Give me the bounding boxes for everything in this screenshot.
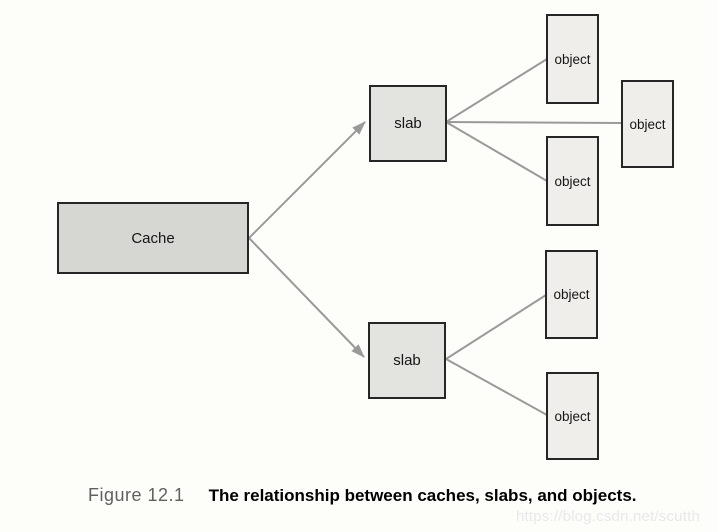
object-node-right-label: object [629, 116, 666, 132]
object-node-3: object [545, 250, 598, 339]
object-node-2: object [546, 136, 599, 226]
cache-node: Cache [57, 202, 249, 274]
edge-slab-top-to-object-1 [445, 58, 548, 123]
edge-slab-top-to-object-2 [445, 121, 548, 182]
object-node-4: object [546, 372, 599, 460]
edge-cache-to-slab-top [248, 121, 366, 239]
edge-cache-to-slab-bottom [248, 237, 365, 358]
object-node-4-label: object [554, 408, 591, 424]
edge-slab-bottom-to-object-4 [445, 358, 548, 416]
object-node-3-label: object [553, 287, 590, 302]
figure-caption: Figure 12.1 The relationship between cac… [88, 485, 637, 506]
object-node-2-label: object [554, 173, 591, 189]
slab-node-top: slab [369, 85, 447, 162]
object-node-right: object [621, 80, 674, 168]
edge-slab-top-to-object-right [445, 121, 623, 124]
figure-caption-number: Figure 12.1 [88, 485, 185, 505]
figure-caption-text: The relationship between caches, slabs, … [208, 486, 637, 505]
object-node-1: object [546, 14, 599, 104]
slab-node-bottom-label: slab [393, 352, 421, 369]
object-node-1-label: object [554, 51, 591, 67]
cache-node-label: Cache [131, 229, 175, 247]
watermark-url: https://blog.csdn.net/scutth [515, 508, 700, 525]
edge-slab-bottom-to-object-3 [445, 294, 547, 360]
slab-node-bottom: slab [368, 322, 446, 399]
slab-node-top-label: slab [394, 115, 422, 132]
